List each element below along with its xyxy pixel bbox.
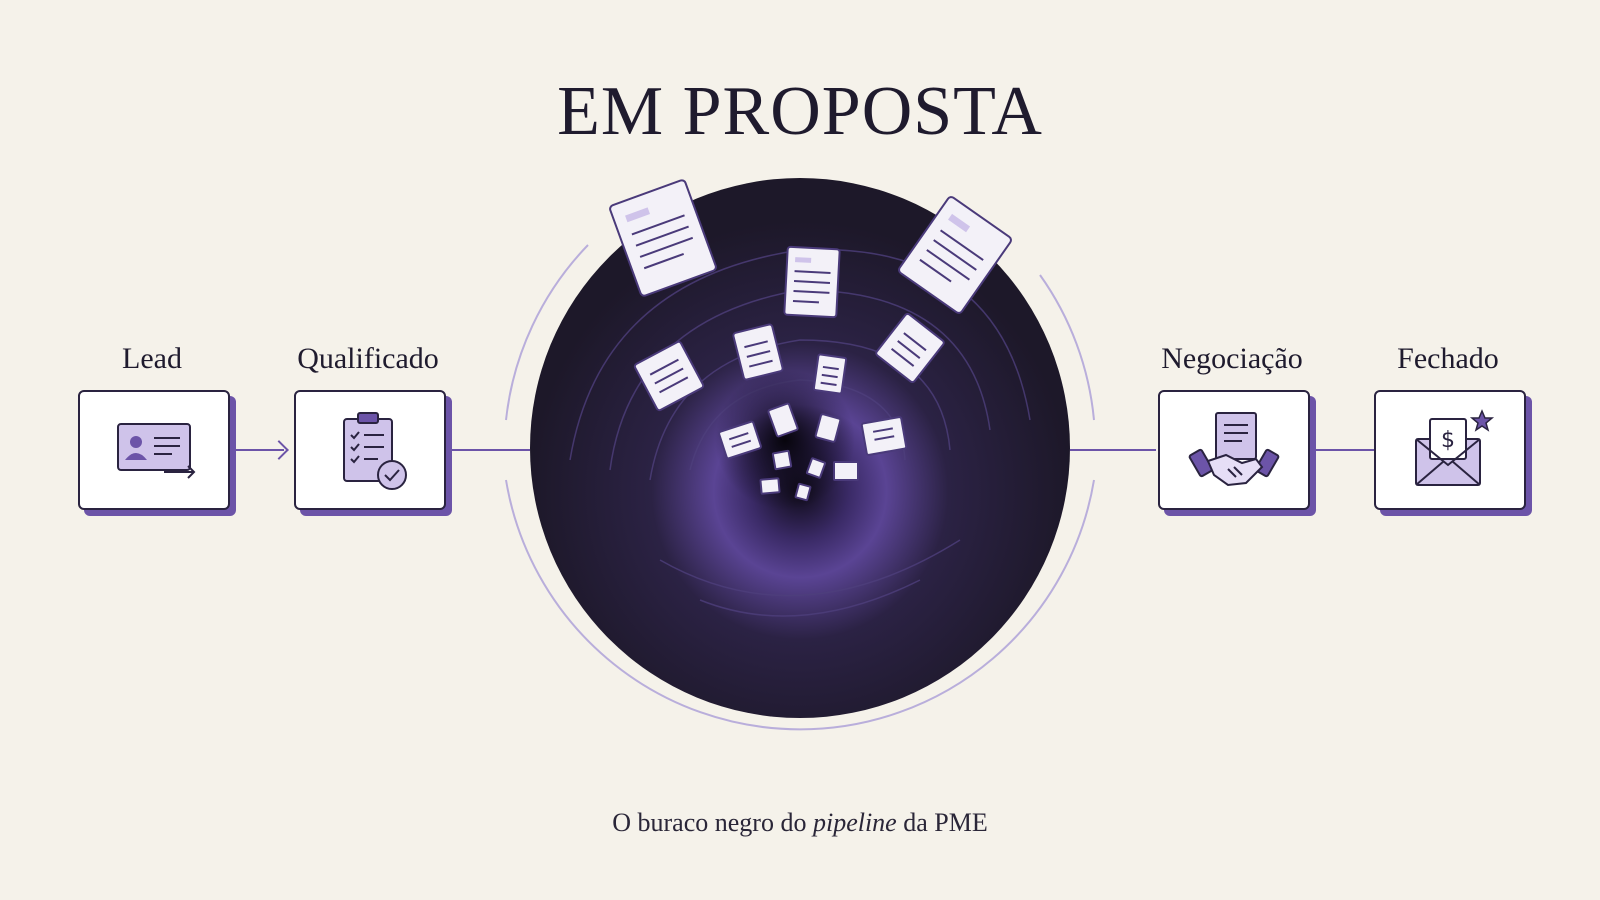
connector-lead-qualificado bbox=[228, 449, 284, 451]
caption-after: da PME bbox=[903, 808, 988, 837]
caption-before: O buraco negro do bbox=[612, 808, 807, 837]
document-icon bbox=[898, 196, 1012, 314]
document-icon bbox=[718, 420, 762, 460]
id-card-arrow-icon bbox=[117, 423, 196, 479]
handshake-document-icon bbox=[1188, 412, 1280, 487]
document-icon bbox=[860, 416, 908, 456]
stage-card-lead[interactable] bbox=[78, 390, 230, 510]
orbit-arc bbox=[505, 479, 1095, 731]
envelope-dollar-star-icon: $ bbox=[1415, 409, 1495, 486]
document-icon bbox=[759, 477, 781, 495]
caption: O buraco negro do pipeline da PME bbox=[0, 808, 1600, 838]
page-title: EM PROPOSTA bbox=[557, 73, 1043, 150]
document-icon bbox=[732, 323, 784, 381]
caption-emphasis: pipeline bbox=[812, 808, 897, 837]
stage-label-qualificado: Qualificado bbox=[297, 342, 439, 375]
orbit-arc bbox=[505, 244, 589, 421]
document-icon bbox=[814, 413, 842, 443]
stage-label-lead: Lead bbox=[122, 342, 182, 375]
stage-card-qualificado[interactable] bbox=[294, 390, 446, 510]
stage-label-negociacao: Negociação bbox=[1161, 342, 1303, 375]
document-icon bbox=[771, 449, 793, 471]
document-icon bbox=[812, 353, 848, 395]
document-icon bbox=[783, 245, 841, 319]
clipboard-check-icon bbox=[343, 412, 407, 490]
stage-label-fechado: Fechado bbox=[1397, 342, 1499, 375]
document-icon bbox=[609, 179, 717, 297]
document-icon bbox=[805, 457, 827, 479]
document-icon bbox=[633, 340, 705, 412]
connector-negociacao-fechado bbox=[1310, 449, 1375, 451]
document-icon bbox=[833, 461, 859, 481]
document-icon bbox=[875, 312, 945, 384]
stage-card-fechado[interactable]: $ bbox=[1374, 390, 1526, 510]
orbit-arc bbox=[1039, 274, 1095, 421]
document-icon bbox=[767, 402, 799, 438]
svg-text:$: $ bbox=[1441, 428, 1455, 453]
connector-hole-negociacao bbox=[1070, 449, 1156, 451]
document-icon bbox=[794, 482, 812, 502]
stage-card-negociacao[interactable] bbox=[1158, 390, 1310, 510]
connector-qualificado-hole bbox=[446, 449, 530, 451]
